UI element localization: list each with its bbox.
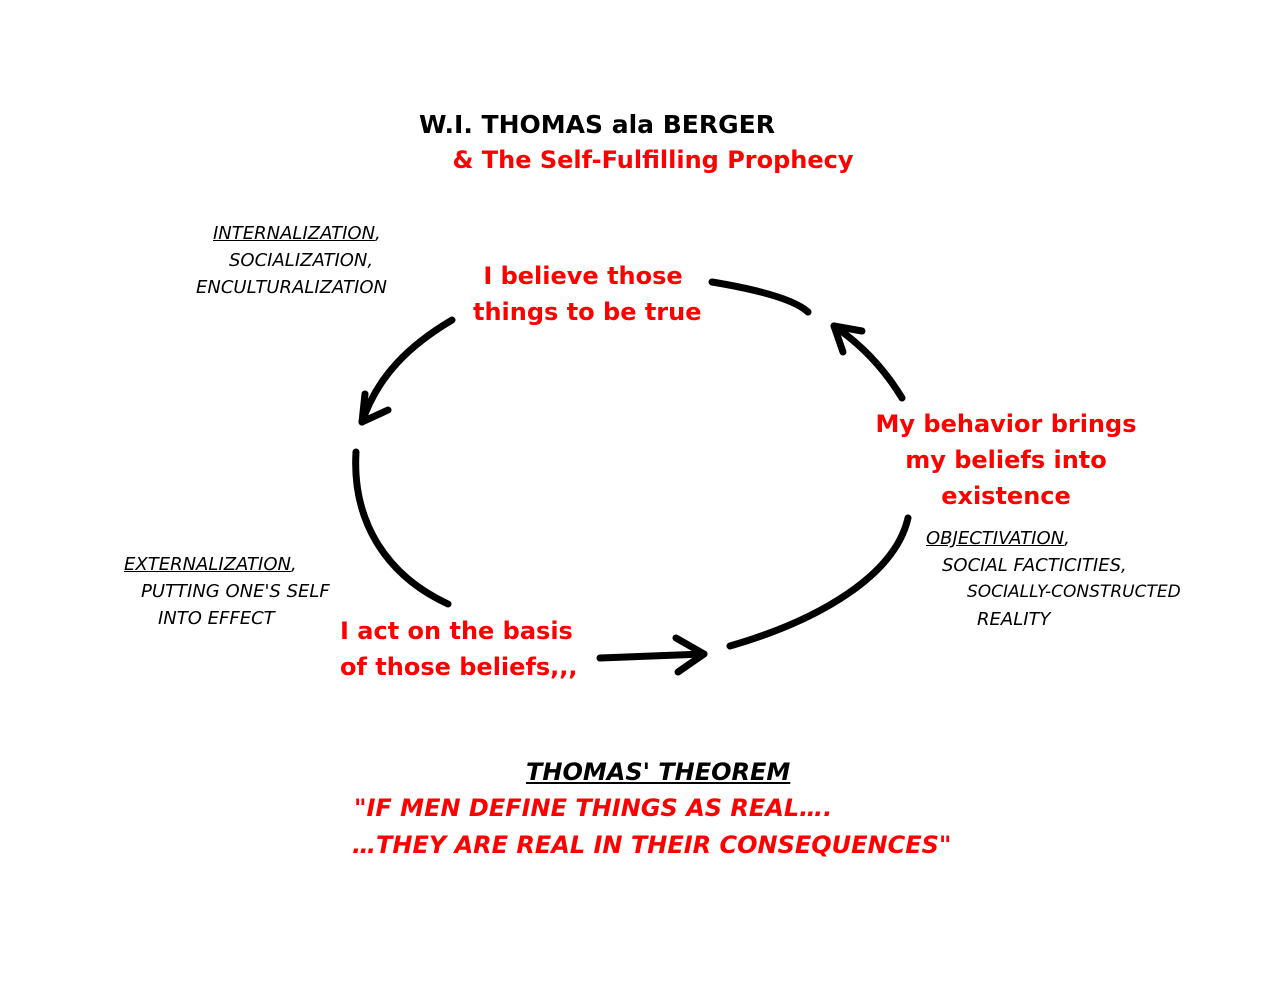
note-line: SOCIALIZATION, [229,250,374,271]
diagram-title: W.I. THOMAS ala BERGER [419,110,775,139]
arrowhead-bottom [672,634,708,676]
cycle-label-line: I believe those [483,262,683,290]
arc-left-bottom [352,448,452,608]
cycle-label-behavior: My behavior brings my beliefs into exist… [875,406,1137,514]
arrowhead-right-up [830,322,866,356]
note-externalization: EXTERNALIZATION, PUTTING ONE'S SELF INTO… [124,551,330,632]
note-head-suffix: , [1064,528,1070,549]
note-head: EXTERNALIZATION [124,554,291,575]
arrow-bottom [596,650,708,662]
note-head: OBJECTIVATION [926,528,1065,549]
note-objectivation: OBJECTIVATION, SOCIAL FACTICITIES, SOCIA… [926,525,1181,633]
note-line: ENCULTURALIZATION [196,277,387,298]
arc-left-top [358,316,456,426]
note-line: PUTTING ONE'S SELF [141,581,330,602]
arc-right-up [830,322,906,402]
theorem-quote-line-2: …THEY ARE REAL IN THEIR CONSEQUENCES" [352,831,952,859]
arc-top-right [708,278,812,316]
note-line: INTO EFFECT [158,608,275,629]
note-head-suffix: , [290,554,297,575]
cycle-label-believe: I believe those things to be true [473,258,702,330]
arrowhead-left-top [358,390,392,426]
cycle-label-line: I act on the basis [340,617,573,645]
cycle-label-line: of those beliefs,,, [340,653,578,681]
note-head-suffix: , [375,223,381,244]
note-line: SOCIALLY-CONSTRUCTED [967,582,1181,602]
cycle-label-line: my beliefs into [905,446,1107,474]
theorem-quote-line-1: "IF MEN DEFINE THINGS AS REAL…. [354,794,833,822]
cycle-label-line: My behavior brings [875,410,1137,438]
note-head: INTERNALIZATION [213,223,376,244]
diagram-subtitle: & The Self-Fulfilling Prophecy [452,146,854,174]
note-line: SOCIAL FACTICITIES, [942,555,1127,576]
note-internalization: INTERNALIZATION, SOCIALIZATION, ENCULTUR… [196,220,387,301]
arc-right-bottom [726,514,912,650]
note-line: REALITY [977,609,1051,630]
theorem-title: THOMAS' THEOREM [526,758,791,786]
cycle-label-act: I act on the basis of those beliefs,,, [330,613,584,685]
cycle-label-line: things to be true [473,298,702,326]
cycle-label-line: existence [941,482,1071,510]
